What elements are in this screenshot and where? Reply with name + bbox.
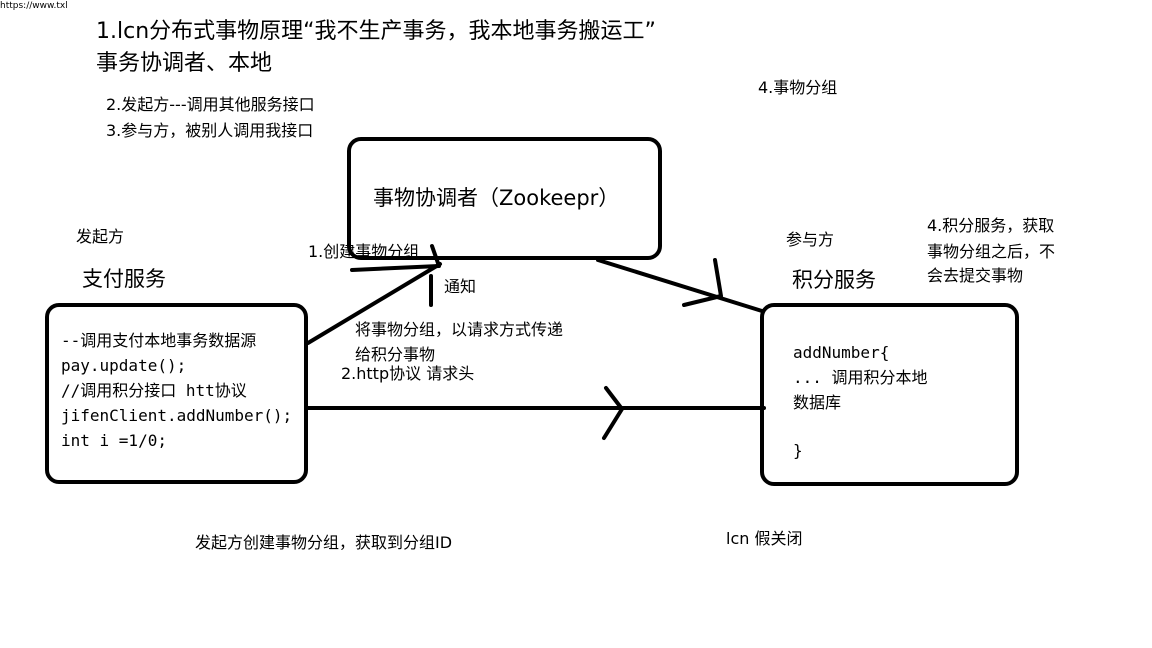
coordinator-label: 事物协调者（Zookeepr） (373, 186, 620, 210)
code-line: pay.update(); (61, 356, 187, 375)
payment-service-title: 支付服务 (82, 267, 166, 291)
notify-label: 通知 (444, 277, 477, 296)
points-service-note-line: 会去提交事物 (927, 266, 1024, 285)
coordinator-to-points-arrowhead (682, 258, 723, 307)
code-line: //调用积分接口 htt协议 (61, 381, 247, 400)
heading-line1: 1.lcn分布式事物原理“我不生产事务，我本地事务搬运工” (96, 19, 656, 44)
points-service-box: addNumber{ ... 调用积分本地 数据库 } (760, 303, 1019, 486)
coordinator-box: 事物协调者（Zookeepr） (347, 137, 662, 260)
pass-group-label-line2: 给积分事物 (355, 345, 436, 364)
footer-left-note: 发起方创建事物分组，获取到分组ID (195, 533, 453, 552)
pass-group-label-line1: 将事物分组，以请求方式传递 (355, 320, 564, 339)
points-service-note-line: 4.积分服务，获取 (927, 216, 1055, 235)
code-line: ... 调用积分本地 (793, 368, 928, 387)
http-call-arrowhead (602, 386, 624, 440)
points-service-title: 积分服务 (792, 268, 876, 292)
url-fragment: https://www.txl (0, 1, 68, 11)
payment-service-box: --调用支付本地事务数据源 pay.update(); //调用积分接口 htt… (45, 303, 308, 484)
http-label: 2.http协议 请求头 (341, 364, 475, 383)
code-line: jifenClient.addNumber(); (61, 406, 293, 425)
code-line: 数据库 (793, 393, 842, 412)
participant-role-label: 参与方 (786, 230, 835, 249)
participant-definition: 3.参与方，被别人调用我接口 (106, 121, 314, 140)
footer-right-note: lcn 假关闭 (726, 529, 803, 548)
initiator-definition: 2.发起方---调用其他服务接口 (106, 95, 315, 114)
tx-group-note: 4.事物分组 (758, 78, 838, 97)
code-line: addNumber{ (793, 343, 890, 362)
code-line: --调用支付本地事务数据源 (61, 331, 257, 350)
coordinator-to-points-line (596, 258, 764, 313)
initiator-role-label: 发起方 (76, 227, 125, 246)
code-line: int i =1/0; (61, 431, 167, 450)
create-group-label: 1.创建事物分组 (308, 242, 420, 261)
code-line: } (793, 441, 803, 460)
heading-line2: 事务协调者、本地 (96, 51, 273, 76)
points-service-note-line: 事物分组之后，不 (927, 242, 1056, 261)
